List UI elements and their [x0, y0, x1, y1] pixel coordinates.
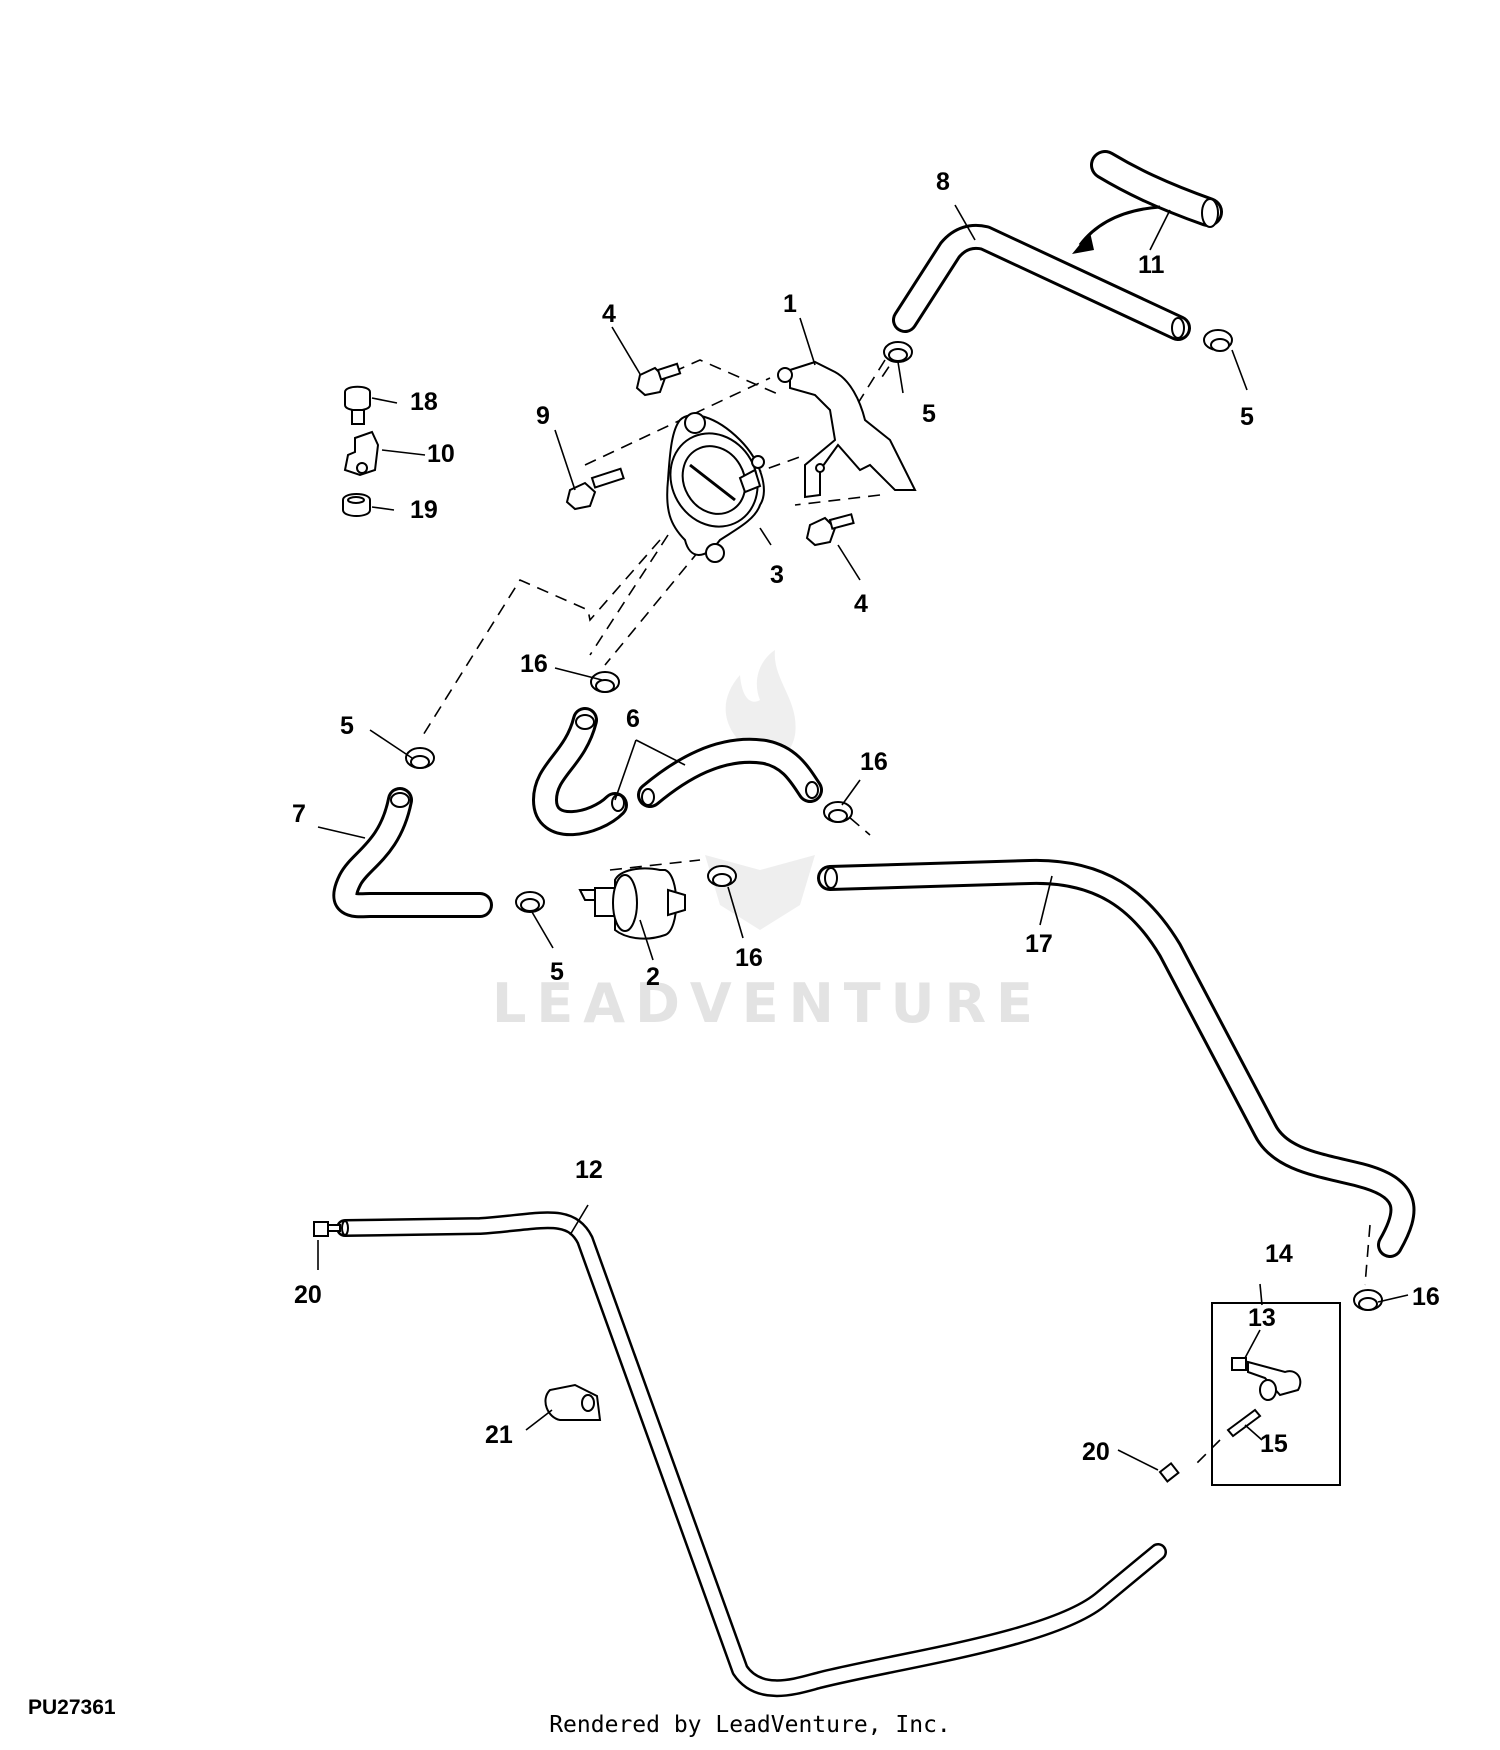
callout-15: 15 [1260, 1430, 1288, 1458]
callout-19: 19 [410, 496, 438, 524]
bolt-4-lower [805, 513, 855, 547]
callout-11: 11 [1138, 251, 1165, 279]
callout-14: 14 [1265, 1240, 1293, 1268]
callout-5-right: 5 [1240, 403, 1254, 431]
hose-clamp-5-left [405, 747, 435, 769]
callout-21: 21 [485, 1421, 513, 1449]
nut-19 [342, 493, 371, 517]
callout-20-right: 20 [1082, 1438, 1110, 1466]
hose-12 [336, 1211, 1167, 1698]
clip-21 [544, 1383, 602, 1421]
render-credit: Rendered by LeadVenture, Inc. [549, 1712, 951, 1738]
fitting-13 [1231, 1357, 1247, 1371]
callout-16-lower: 16 [1412, 1283, 1440, 1311]
callout-17: 17 [1025, 930, 1053, 958]
hardware-items [313, 329, 1383, 1483]
figure-id-label: PU27361 [28, 1696, 116, 1719]
hose-17 [817, 858, 1416, 1258]
fuel-pump [666, 412, 765, 563]
elbow-fitting [1247, 1360, 1302, 1401]
callout-1: 1 [783, 290, 797, 318]
bolt-4-upper [635, 362, 682, 397]
hose-clamp-5-upper [883, 341, 913, 363]
callout-4-upper: 4 [602, 300, 616, 328]
callout-5-filter: 5 [550, 958, 564, 986]
kit-14-box [1211, 1302, 1341, 1486]
callout-6: 6 [626, 705, 640, 733]
callout-3: 3 [770, 561, 784, 589]
callout-13: 13 [1248, 1304, 1276, 1332]
hose-clamp-16-pump [590, 671, 620, 693]
callout-16-filter: 16 [735, 944, 763, 972]
callout-10: 10 [427, 440, 455, 468]
callout-5-upper: 5 [922, 400, 936, 428]
hose-8 [892, 223, 1191, 341]
watermark: LEADVENTURE [492, 650, 1043, 1035]
leader-lines [317, 204, 1409, 1471]
hose-end-20-right [1158, 1461, 1180, 1483]
hose-7 [332, 787, 493, 919]
callout-16-right: 16 [860, 748, 888, 776]
callout-labels: 1 2 3 4 4 5 5 5 5 6 7 8 9 10 11 12 13 14… [292, 168, 1440, 1466]
callout-5-left: 5 [340, 712, 354, 740]
install-arrow-icon [1078, 205, 1161, 246]
hose-clamp-16-right [823, 801, 853, 823]
callout-8: 8 [936, 168, 950, 196]
clip-10 [343, 430, 380, 477]
callout-7: 7 [292, 800, 306, 828]
callout-16-pump: 16 [520, 650, 548, 678]
callout-12: 12 [575, 1156, 603, 1184]
callout-20-left: 20 [294, 1281, 322, 1309]
hose-6 [532, 707, 823, 837]
bolt-18 [344, 385, 371, 425]
callout-4-lower: 4 [854, 590, 868, 618]
callout-9: 9 [536, 402, 550, 430]
hose-clamp-16-filter [707, 865, 737, 887]
watermark-text: LEADVENTURE [492, 972, 1043, 1035]
hose-clamp-16-lower [1353, 1289, 1383, 1311]
callout-2: 2 [646, 963, 660, 991]
pump-bracket [777, 360, 917, 499]
hose-11 [1072, 150, 1223, 254]
hose-clamp-5-right [1203, 329, 1233, 352]
fitting-15 [1226, 1408, 1262, 1438]
alignment-dashed-lines [419, 349, 1371, 1466]
callout-18: 18 [410, 388, 438, 416]
hose-end-20-left [313, 1221, 341, 1237]
hose-clamp-5-filter [515, 891, 545, 913]
bolt-9 [565, 467, 625, 511]
fuel-filter [578, 867, 686, 940]
